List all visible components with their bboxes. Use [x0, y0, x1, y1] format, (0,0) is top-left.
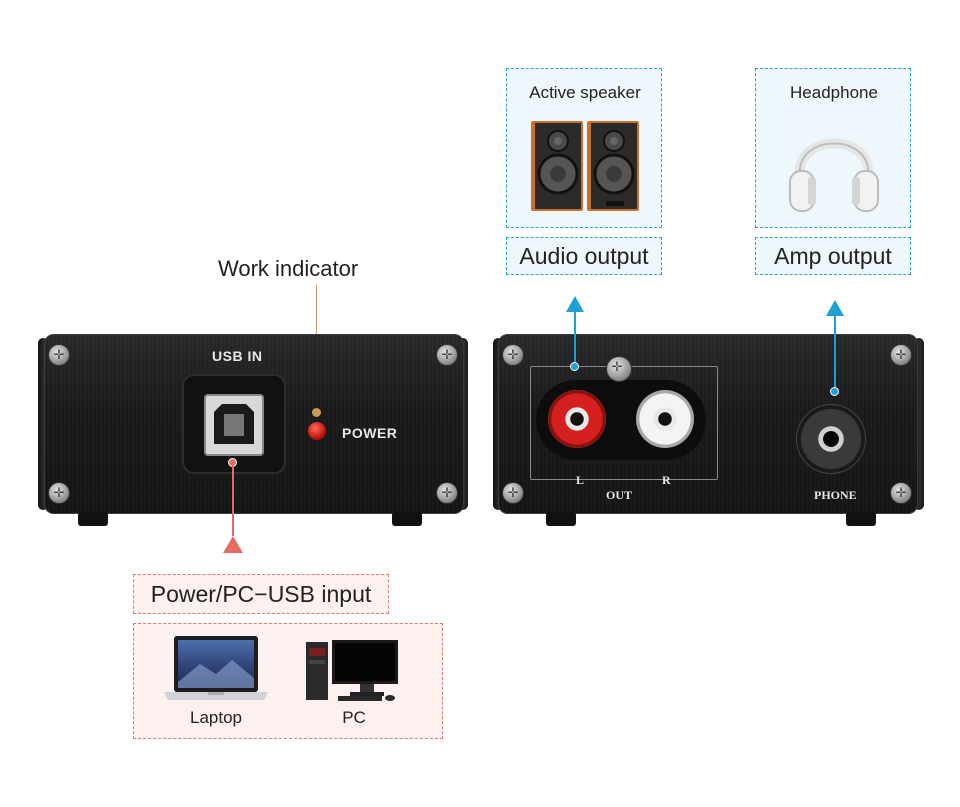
- headphone-label: Headphone: [790, 83, 878, 102]
- screw-icon: [48, 482, 70, 504]
- screw-icon: [890, 482, 912, 504]
- rear-device: L R OUT PHONE: [498, 334, 918, 514]
- headphone-icon: [789, 138, 879, 212]
- front-foot-right: [392, 512, 422, 526]
- power-label: POWER: [342, 425, 398, 441]
- rear-foot-right: [846, 512, 876, 526]
- front-device: USB IN POWER: [44, 334, 464, 514]
- screw-icon: [890, 344, 912, 366]
- pc-icon: [306, 640, 398, 701]
- amp-output-arrow-icon: [826, 300, 844, 316]
- rca-right-label: R: [662, 473, 671, 487]
- screw-icon: [436, 344, 458, 366]
- rear-device-right-bar: [914, 338, 924, 510]
- rca-left-jack: [548, 390, 606, 448]
- work-indicator-label: Work indicator: [218, 256, 359, 281]
- source-devices-card: Laptop PC: [133, 623, 443, 739]
- rear-foot-left: [546, 512, 576, 526]
- screw-icon: [436, 482, 458, 504]
- phone-jack: [796, 404, 866, 474]
- phone-label: PHONE: [814, 488, 857, 502]
- rca-right-jack: [636, 390, 694, 448]
- out-label: OUT: [606, 488, 633, 502]
- usb-b-port: [204, 394, 264, 456]
- active-speaker-label: Active speaker: [529, 83, 641, 102]
- front-foot-left: [78, 512, 108, 526]
- audio-output-arrow-icon: [566, 296, 584, 312]
- front-device-left-bar: [38, 338, 48, 510]
- power-usb-input-label: Power/PC−USB input: [133, 574, 389, 614]
- usb-input-connector: [232, 466, 234, 536]
- amp-output-connector: [834, 314, 836, 390]
- power-led: [308, 422, 326, 440]
- pc-label: PC: [342, 708, 366, 727]
- usb-input-arrow-icon: [223, 536, 243, 553]
- audio-output-label: Audio output: [506, 237, 662, 275]
- screw-icon: [48, 344, 70, 366]
- usb-in-label: USB IN: [212, 348, 263, 364]
- laptop-label: Laptop: [190, 708, 242, 727]
- headphone-card: Headphone: [755, 68, 911, 228]
- audio-output-connector: [574, 310, 576, 366]
- screw-icon: [502, 482, 524, 504]
- screw-icon: [606, 356, 632, 382]
- amp-output-label: Amp output: [755, 237, 911, 275]
- speaker-icon: [531, 121, 639, 211]
- active-speaker-card: Active speaker: [506, 68, 662, 228]
- laptop-icon: [164, 636, 268, 700]
- screw-icon: [502, 344, 524, 366]
- led-marker: [312, 408, 321, 417]
- amp-output-dot: [830, 387, 839, 396]
- rca-left-label: L: [576, 473, 585, 487]
- audio-output-dot: [570, 362, 579, 371]
